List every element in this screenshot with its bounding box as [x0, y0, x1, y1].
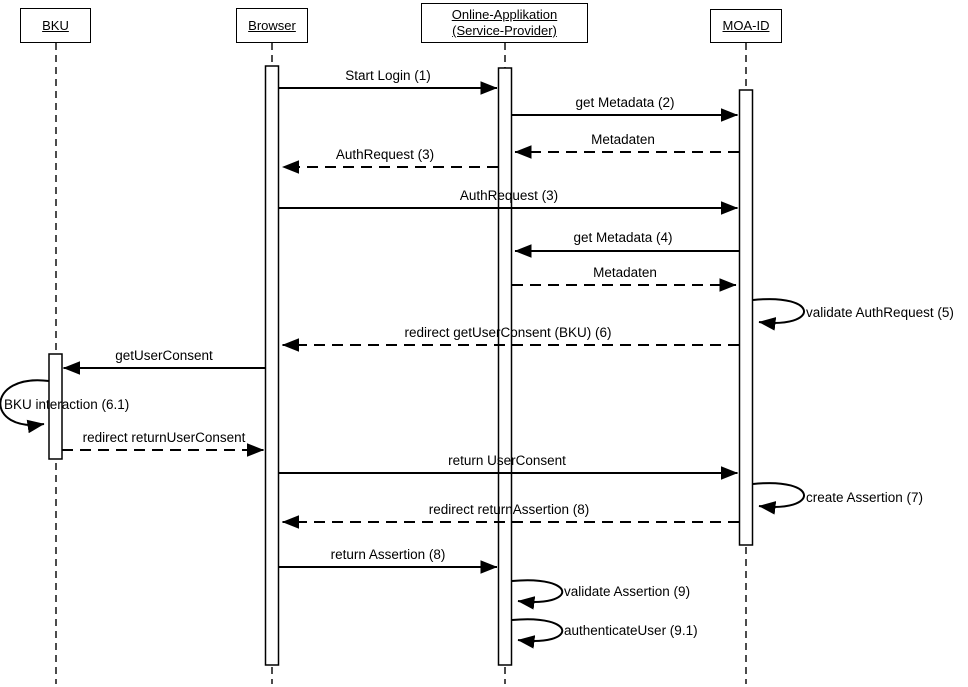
message-label-getuserconsent: getUserConsent: [115, 348, 213, 363]
message-label-metadaten-1: Metadaten: [591, 132, 655, 147]
loop-validate-assertion: [511, 579, 564, 610]
message-label-get-metadata-4: get Metadata (4): [573, 230, 673, 245]
message-label-bku-interaction: BKU interaction (6.1): [4, 397, 130, 412]
activation-bar-browser: [264, 65, 280, 666]
activation-bar-online-app: [497, 67, 513, 666]
message-label-redirect-returnuserconsent: redirect returnUserConsent: [82, 430, 246, 445]
message-label-redirect-returnassertion: redirect returnAssertion (8): [428, 502, 590, 517]
actor-label-bku: BKU: [42, 17, 69, 33]
loop-validate-authrequest: [752, 298, 805, 331]
actor-box-online-app: Online-Applikation (Service-Provider): [421, 3, 588, 43]
actor-box-browser: Browser: [236, 8, 308, 43]
actor-box-moa-id: MOA-ID: [710, 9, 782, 43]
actor-label-moa-id: MOA-ID: [722, 18, 770, 33]
message-label-metadaten-2: Metadaten: [593, 265, 657, 280]
actor-label-online-app: Online-Applikation (Service-Provider): [451, 7, 558, 38]
message-label-validate-assertion: validate Assertion (9): [564, 584, 691, 599]
message-label-return-userconsent: return UserConsent: [448, 453, 566, 468]
message-label-start-login: Start Login (1): [345, 68, 431, 83]
message-label-authrequest-forward: AuthRequest (3): [459, 188, 559, 203]
message-label-redirect-getuserconsent: redirect getUserConsent (BKU) (6): [404, 325, 612, 340]
actor-box-bku: BKU: [20, 8, 91, 43]
message-label-return-assertion: return Assertion (8): [330, 547, 446, 562]
loop-create-assertion: [752, 482, 805, 515]
message-label-validate-authrequest: validate AuthRequest (5): [806, 305, 954, 320]
message-label-get-metadata-2: get Metadata (2): [575, 95, 675, 110]
message-label-authrequest-return: AuthRequest (3): [335, 147, 435, 162]
activation-bar-moa-id: [738, 89, 754, 546]
loop-authenticateuser: [511, 618, 564, 649]
loop-bku-interaction: [0, 379, 50, 434]
actor-label-browser: Browser: [248, 17, 296, 33]
message-label-create-assertion: create Assertion (7): [806, 490, 924, 505]
message-label-authenticateuser: authenticateUser (9.1): [564, 623, 698, 638]
activation-bar-bku: [48, 353, 63, 460]
